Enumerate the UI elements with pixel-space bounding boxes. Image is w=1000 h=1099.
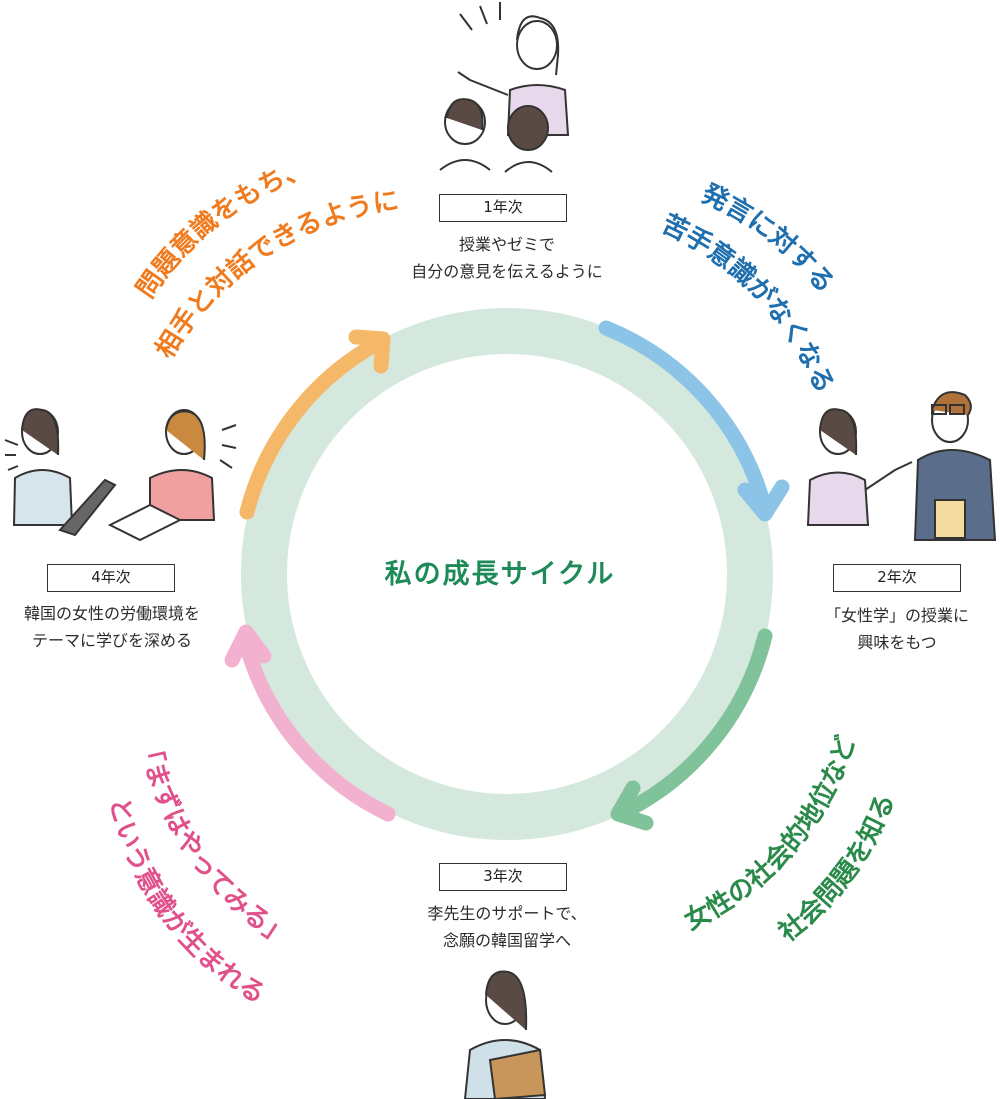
stage-caption-1-line2: 自分の意見を伝えるように: [411, 262, 603, 281]
student-talking-with-teacher-illustration: [806, 391, 997, 541]
stage-caption-4-line2: テーマに学びを深める: [31, 631, 192, 650]
year-badge-3: 3年次: [439, 863, 567, 891]
stage-caption-3: 李先生のサポートで、 念願の韓国留学へ: [377, 900, 637, 954]
arrow-orange-head: [348, 329, 391, 374]
arrow-pink-head: [224, 624, 272, 668]
stage-caption-3-line2: 念願の韓国留学へ: [442, 931, 571, 950]
transition-green-line2: 社会問題を知る: [773, 790, 901, 948]
stage-caption-2-line1: 「女性学」の授業に: [824, 606, 969, 625]
stage-caption-4: 韓国の女性の労働環境を テーマに学びを深める: [0, 600, 242, 654]
stage-caption-1-line1: 授業やゼミで: [458, 235, 555, 254]
stage-caption-3-line1: 李先生のサポートで、: [427, 904, 587, 923]
arrow-green-head: [610, 780, 654, 831]
arrow-blue: [598, 320, 772, 513]
arrow-green: [616, 628, 773, 820]
year-badge-2: 2年次: [833, 564, 961, 592]
cycle-title: 私の成長サイクル: [384, 559, 616, 590]
stage-caption-2: 「女性学」の授業に 興味をもつ: [767, 602, 1000, 656]
year-badge-1: 1年次: [439, 194, 567, 222]
arrow-orange: [239, 335, 386, 520]
student-reading-book-illustration: [463, 970, 547, 1099]
teacher-with-students-illustration: [439, 2, 570, 173]
students-discussing-laptop-illustration: [4, 408, 237, 542]
stage-caption-4-line1: 韓国の女性の労働環境を: [23, 604, 200, 623]
arrow-pink: [237, 632, 396, 822]
stage-caption-1: 授業やゼミで 自分の意見を伝えるように: [377, 231, 637, 285]
year-badge-4: 4年次: [47, 564, 175, 592]
arrow-blue-head: [737, 479, 790, 522]
cycle-ring: [241, 308, 773, 840]
stage-caption-2-line2: 興味をもつ: [857, 633, 937, 652]
